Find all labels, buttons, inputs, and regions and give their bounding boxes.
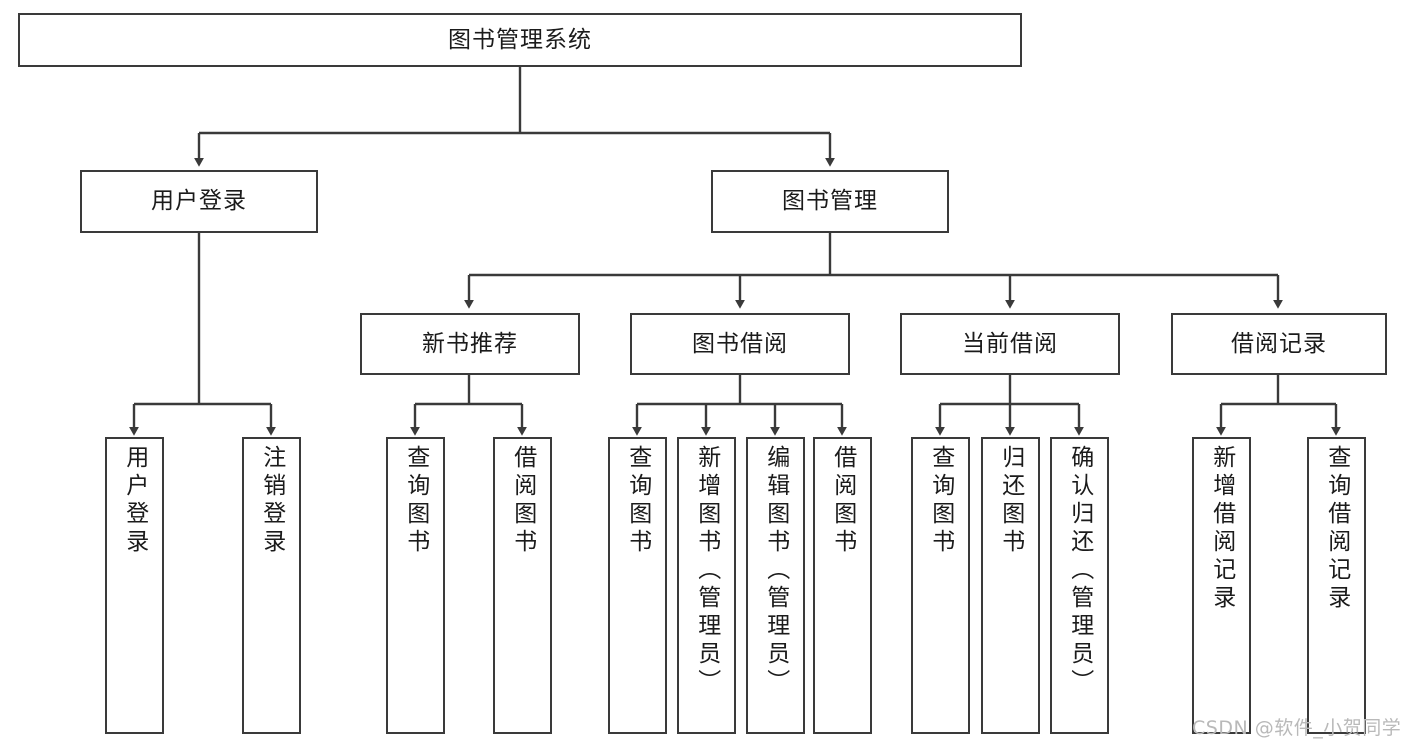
node-new-book-recommend[interactable]: 新书推荐 (360, 313, 580, 375)
node-label: 当前借阅 (962, 330, 1058, 357)
node-leaf-borrow-book[interactable]: 借阅图书 (813, 437, 872, 734)
node-leaf-edit-book-admin[interactable]: 编辑图书（管理员） (746, 437, 805, 734)
watermark-csdn: CSDN @软件_小贺同学 (1192, 717, 1402, 739)
node-current-borrow[interactable]: 当前借阅 (900, 313, 1120, 375)
node-user-login[interactable]: 用户登录 (80, 170, 318, 233)
node-label: 查询图书 (402, 445, 429, 557)
node-leaf-borrow-book-recommend[interactable]: 借阅图书 (493, 437, 552, 734)
node-leaf-return-book[interactable]: 归还图书 (981, 437, 1040, 734)
node-borrow-record[interactable]: 借阅记录 (1171, 313, 1387, 375)
node-label: 新书推荐 (422, 330, 518, 357)
node-leaf-query-book-borrow[interactable]: 查询图书 (608, 437, 667, 734)
node-label: 新增图书（管理员） (693, 445, 720, 697)
node-label: 图书管理系统 (448, 26, 592, 53)
node-book-borrow[interactable]: 图书借阅 (630, 313, 850, 375)
node-label: 查询借阅记录 (1323, 445, 1350, 613)
node-label: 查询图书 (927, 445, 954, 557)
node-label: 图书借阅 (692, 330, 788, 357)
node-label: 用户登录 (121, 445, 148, 557)
node-label: 注销登录 (258, 445, 285, 557)
node-leaf-add-borrow-record[interactable]: 新增借阅记录 (1192, 437, 1251, 734)
node-leaf-query-borrow-record[interactable]: 查询借阅记录 (1307, 437, 1366, 734)
node-leaf-query-book-current[interactable]: 查询图书 (911, 437, 970, 734)
node-label: 编辑图书（管理员） (762, 445, 789, 697)
node-leaf-query-book-recommend[interactable]: 查询图书 (386, 437, 445, 734)
node-label: 归还图书 (997, 445, 1024, 557)
node-label: 借阅图书 (829, 445, 856, 557)
node-leaf-user-login[interactable]: 用户登录 (105, 437, 164, 734)
node-label: 用户登录 (151, 188, 247, 215)
node-label: 图书管理 (782, 188, 878, 215)
node-leaf-add-book-admin[interactable]: 新增图书（管理员） (677, 437, 736, 734)
node-book-management[interactable]: 图书管理 (711, 170, 949, 233)
node-label: 借阅记录 (1231, 330, 1327, 357)
node-root-book-management-system[interactable]: 图书管理系统 (18, 13, 1022, 67)
node-leaf-confirm-return-admin[interactable]: 确认归还（管理员） (1050, 437, 1109, 734)
node-label: 借阅图书 (509, 445, 536, 557)
node-label: 新增借阅记录 (1208, 445, 1235, 613)
node-label: 查询图书 (624, 445, 651, 557)
node-leaf-logout[interactable]: 注销登录 (242, 437, 301, 734)
node-label: 确认归还（管理员） (1066, 445, 1093, 697)
